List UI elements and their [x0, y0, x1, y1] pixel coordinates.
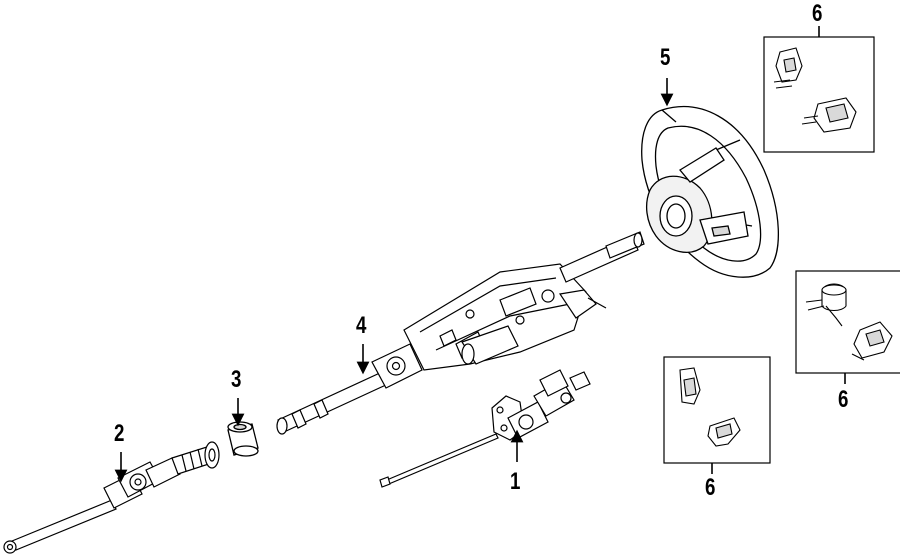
intermediate-shaft-drawing — [379, 369, 591, 488]
callout-6-top: 6 — [812, 0, 823, 27]
switch-group-bottom-drawing — [663, 356, 771, 464]
callout-2: 2 — [114, 420, 125, 447]
leader-lines — [114, 26, 846, 483]
steering-wheel-drawing — [641, 106, 780, 278]
callout-5: 5 — [660, 44, 671, 71]
shaft-bushing-drawing — [227, 421, 259, 457]
callout-6-bottom: 6 — [705, 474, 716, 501]
switch-group-top-drawing — [763, 36, 875, 153]
switch-group-right-drawing — [795, 270, 900, 374]
callout-1: 1 — [510, 468, 521, 495]
callout-3: 3 — [231, 366, 242, 393]
steering-column-drawing — [276, 231, 645, 435]
lower-shaft-drawing — [3, 441, 220, 554]
callout-4: 4 — [356, 312, 367, 339]
callout-6-right: 6 — [838, 386, 849, 413]
